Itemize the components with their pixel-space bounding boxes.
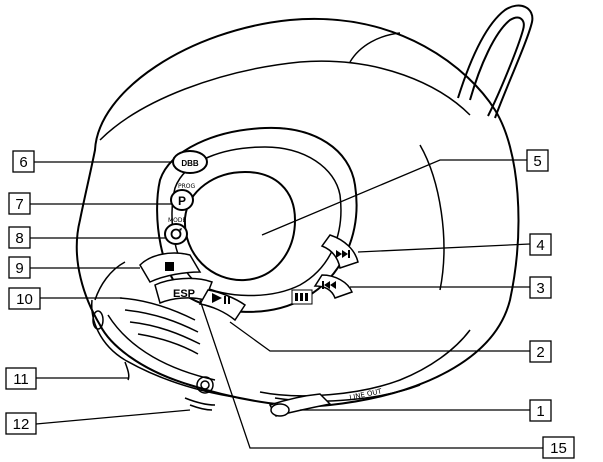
repeat-mode-icon xyxy=(170,228,182,240)
callout-3-number: 3 xyxy=(536,280,544,297)
disc-logo xyxy=(291,289,313,305)
callout-11: 11 xyxy=(5,367,37,390)
prog-label: PROG xyxy=(178,183,196,190)
callout-8-number: 8 xyxy=(15,230,23,247)
callout-15-number: 15 xyxy=(550,440,567,457)
callout-10-number: 10 xyxy=(16,291,33,308)
callout-2-number: 2 xyxy=(536,344,544,361)
callout-6-number: 6 xyxy=(19,154,27,171)
p-button-label: P xyxy=(178,194,186,208)
lcd-display xyxy=(183,170,297,282)
callout-9: 9 xyxy=(8,256,31,279)
callout-7-number: 7 xyxy=(15,196,23,213)
callout-11-number: 11 xyxy=(13,371,29,388)
stop-button[interactable] xyxy=(139,252,202,283)
side-controls xyxy=(124,361,216,411)
player-body xyxy=(75,17,520,408)
next-track-icon xyxy=(336,250,350,258)
callout-9-number: 9 xyxy=(15,260,23,277)
previous-track-button[interactable] xyxy=(313,274,353,299)
play-pause-icon xyxy=(212,293,230,304)
callout-5-number: 5 xyxy=(533,153,541,170)
player-lower-shell xyxy=(91,261,471,402)
previous-track-icon xyxy=(322,281,336,289)
callout-8: 8 xyxy=(8,226,31,249)
speaker-grille xyxy=(92,297,201,355)
callout-6: 6 xyxy=(12,150,35,173)
mode-label: MODE xyxy=(168,217,187,224)
leader-lines xyxy=(30,159,543,449)
callout-12: 12 xyxy=(5,412,37,435)
esp-button-label: ESP xyxy=(173,288,195,300)
callout-12-number: 12 xyxy=(13,416,30,433)
dbb-button-label: DBB xyxy=(181,159,199,168)
stop-icon xyxy=(165,262,174,271)
dbb-button[interactable]: DBB xyxy=(172,150,208,174)
callout-10: 10 xyxy=(8,287,41,310)
callout-1-number: 1 xyxy=(536,403,544,420)
callout-2: 2 xyxy=(529,340,552,363)
callout-7: 7 xyxy=(8,192,31,215)
callout-5: 5 xyxy=(526,149,549,172)
line-out-jack: LINE OUT xyxy=(268,387,383,417)
play-pause-button[interactable] xyxy=(198,289,247,322)
next-track-button[interactable] xyxy=(320,234,359,269)
callout-3: 3 xyxy=(529,276,552,299)
callout-4: 4 xyxy=(529,233,552,256)
mode-button[interactable]: MODE xyxy=(164,217,188,245)
carry-strap xyxy=(457,4,534,119)
prog-button[interactable]: PROG P xyxy=(170,183,196,211)
callout-15: 15 xyxy=(542,436,575,459)
callout-1: 1 xyxy=(529,399,552,422)
callout-4-number: 4 xyxy=(536,237,544,254)
